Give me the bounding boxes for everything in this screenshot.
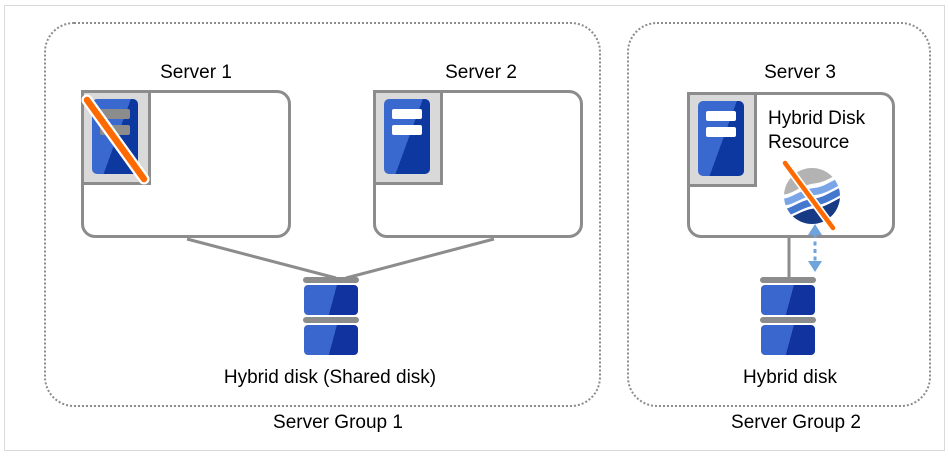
hybrid-disk-resource-globe-icon [781, 159, 840, 232]
server-drive-bar [392, 125, 422, 135]
outer-frame [4, 5, 945, 451]
disk-platter [761, 285, 815, 315]
disk-platter [304, 285, 358, 315]
disk-bar [760, 277, 816, 283]
server-group-1-box [44, 22, 601, 407]
server-chassis-icon [698, 101, 744, 176]
server-1-label: Server 1 [160, 62, 232, 83]
disk-bar [303, 277, 359, 283]
failure-slash-icon [781, 159, 837, 232]
server-icon [687, 92, 757, 187]
server-group-2-box [627, 22, 931, 407]
hybrid-disk-icon [303, 277, 359, 357]
server-chassis-icon [92, 99, 138, 174]
server-drive-bar [100, 125, 130, 135]
server-3-label: Server 3 [764, 62, 836, 83]
hybrid-disk-label: Hybrid disk [743, 367, 837, 388]
hybrid-disk-icon [760, 277, 816, 357]
server-icon [373, 90, 443, 185]
disk-bar [303, 317, 359, 323]
server-group-1-label: Server Group 1 [273, 412, 403, 433]
server-group-2-label: Server Group 2 [731, 412, 861, 433]
failed-server-icon [81, 90, 151, 185]
server-chassis-icon [384, 99, 430, 174]
hybrid-disk-shared-label: Hybrid disk (Shared disk) [223, 367, 437, 388]
server-drive-bar [100, 109, 130, 119]
disk-bar [760, 317, 816, 323]
server-drive-bar [392, 109, 422, 119]
disk-platter [761, 325, 815, 355]
disk-platter [304, 325, 358, 355]
hybrid-disk-resource-label: Hybrid Disk Resource [768, 108, 866, 153]
server-2-label: Server 2 [445, 62, 517, 83]
server-drive-bar [706, 111, 736, 121]
server-drive-bar [706, 127, 736, 137]
